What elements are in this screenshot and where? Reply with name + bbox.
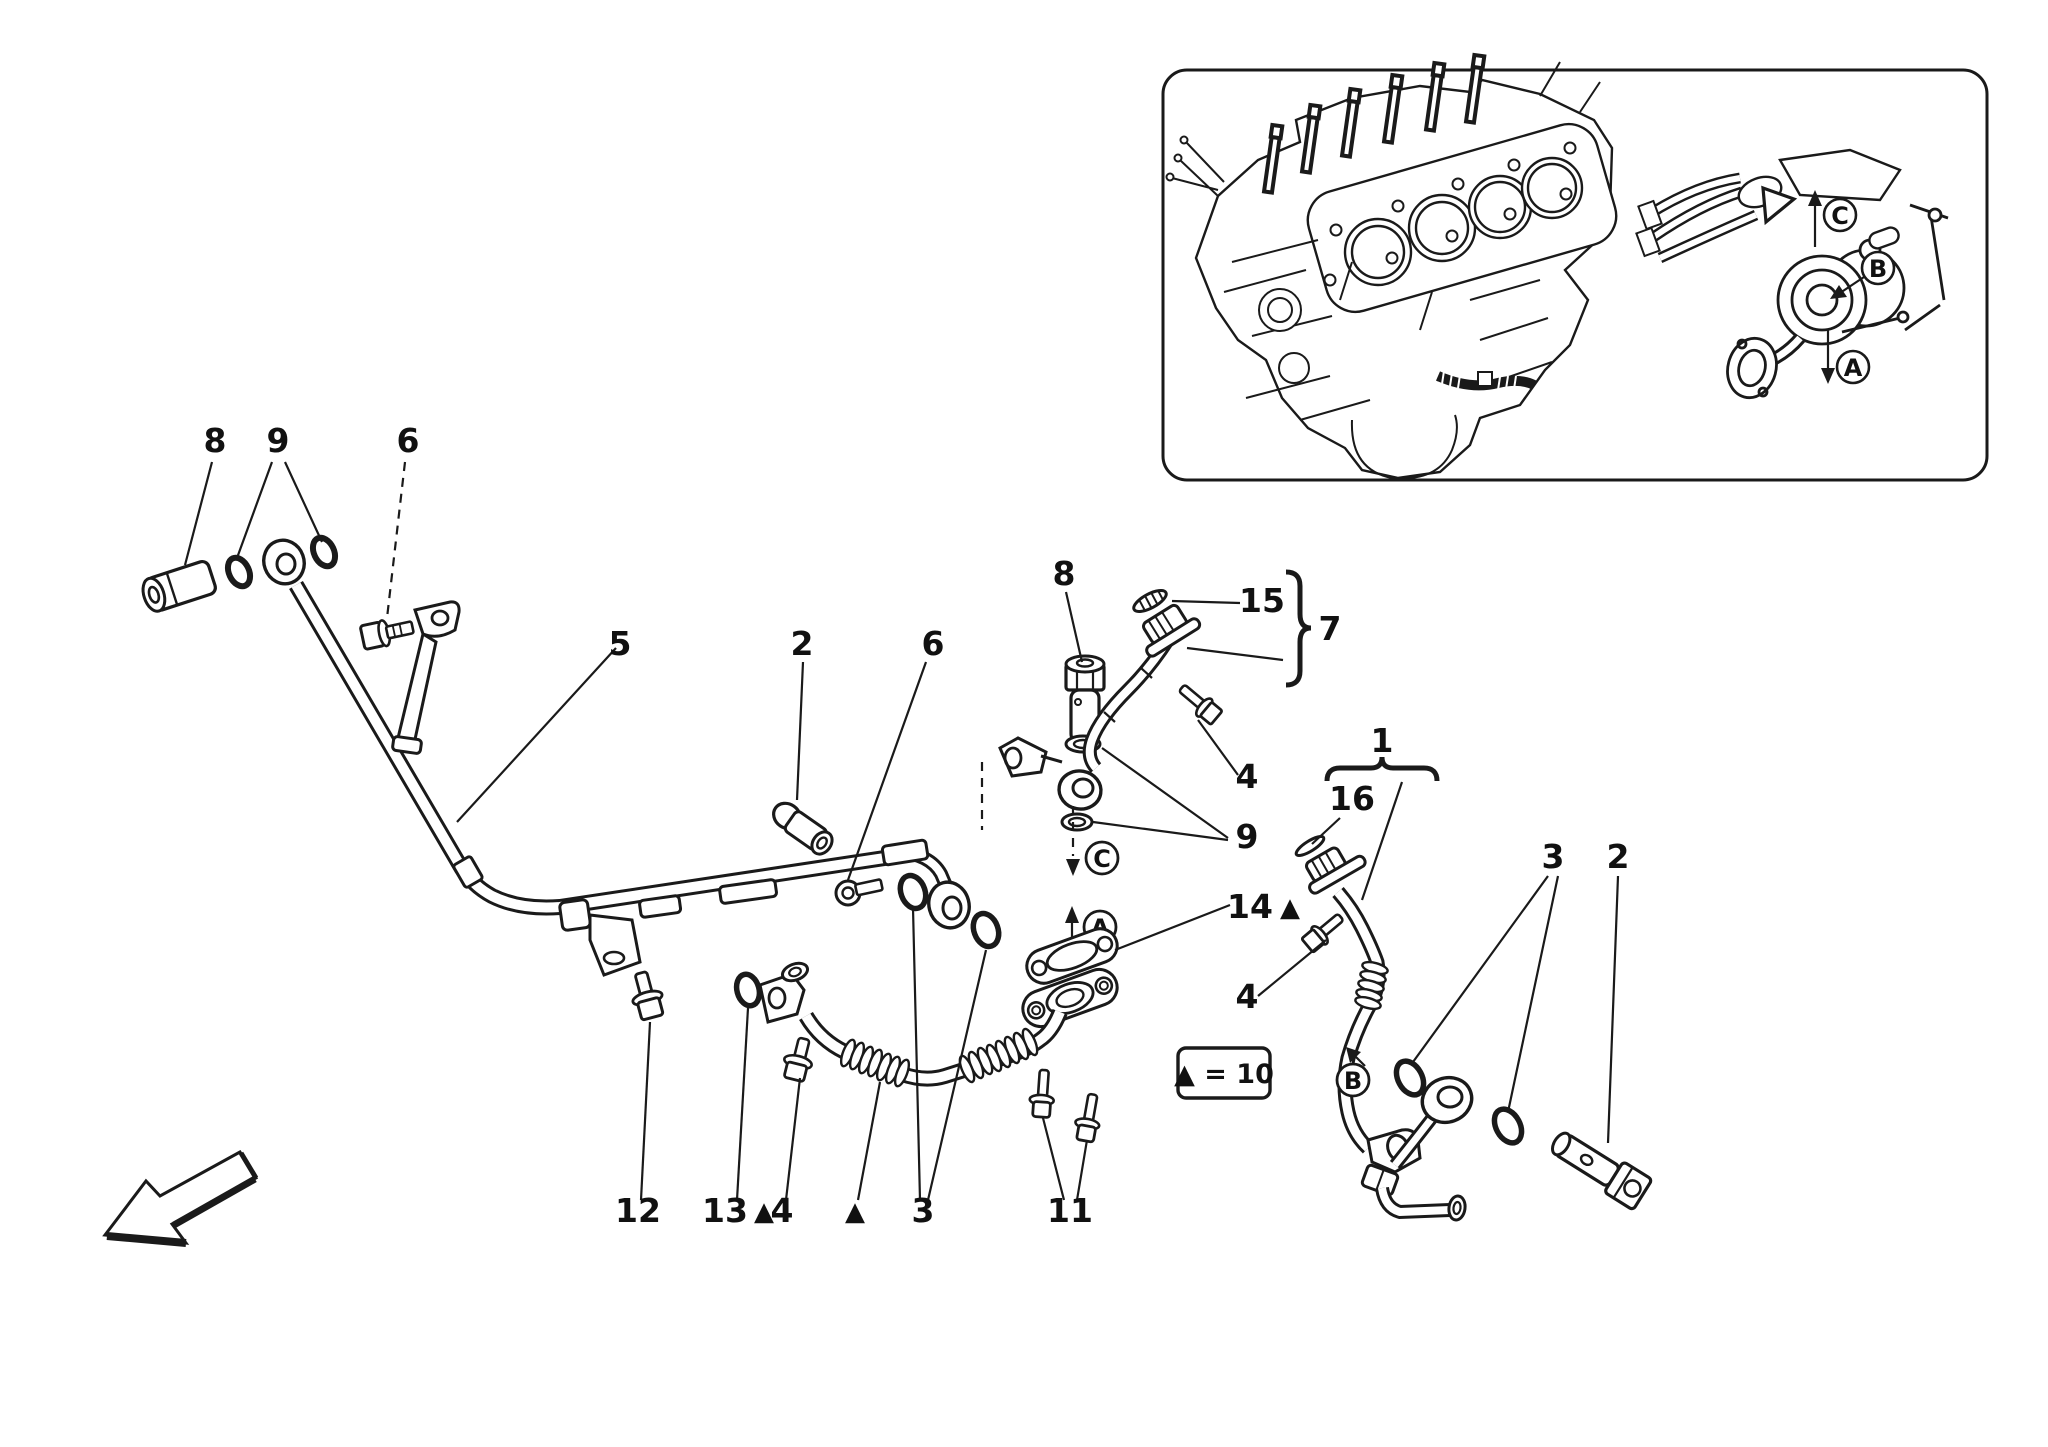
bracket-center bbox=[998, 736, 1063, 778]
bellows-section bbox=[1354, 960, 1389, 1011]
inset-overview-box: C B A bbox=[1161, 52, 1989, 482]
arrow-left-icon bbox=[1830, 285, 1847, 299]
pipe-foot-bracket bbox=[588, 913, 642, 977]
view-letter-a: A bbox=[1844, 354, 1863, 382]
callout-13: 13 bbox=[702, 1191, 748, 1230]
part-4-bolt-bottom bbox=[783, 1036, 813, 1083]
part-14-gasket bbox=[1025, 927, 1119, 985]
part-11-bolts bbox=[1028, 1068, 1101, 1144]
part-13-oring bbox=[733, 971, 763, 1009]
view-arrow-B-main: B bbox=[1335, 1047, 1371, 1098]
o-ring bbox=[897, 872, 929, 912]
callout-4-bottom: 4 bbox=[771, 1191, 794, 1230]
legend-box: ▲ = 10 bbox=[1174, 1046, 1274, 1100]
arrow-down-icon bbox=[1821, 368, 1835, 384]
callout-6-center: 6 bbox=[922, 624, 945, 663]
callout-5: 5 bbox=[609, 624, 632, 663]
pipe5-banjo-and-orings bbox=[897, 872, 1002, 950]
view-letter-b: B bbox=[1869, 255, 1887, 283]
drain-flange-and-hose bbox=[758, 961, 1119, 1088]
sealing-washer bbox=[309, 534, 339, 570]
view-arrow-C-main: C bbox=[1066, 806, 1120, 876]
callout-3-right: 3 bbox=[1542, 837, 1565, 876]
inset-view-C: C bbox=[1808, 190, 1858, 247]
callout-15: 15 bbox=[1239, 581, 1285, 620]
callout-4-top: 4 bbox=[1236, 757, 1259, 796]
part-8-socket-bolt-left bbox=[141, 559, 217, 613]
brace-part-7 bbox=[1285, 569, 1312, 688]
arrow-up-icon bbox=[1808, 190, 1822, 206]
callout-2-right: 2 bbox=[1607, 837, 1630, 876]
part-6-bolt-center bbox=[834, 878, 884, 907]
callout-16: 16 bbox=[1329, 779, 1375, 818]
part-7-return-hose bbox=[1057, 603, 1202, 811]
callout-7: 7 bbox=[1319, 609, 1342, 648]
callout-2-center: 2 bbox=[791, 624, 814, 663]
bellows-section bbox=[839, 1038, 911, 1088]
wedge-marker bbox=[1761, 185, 1798, 226]
group-braces bbox=[1285, 569, 1440, 782]
callout-14: 14 bbox=[1227, 887, 1273, 926]
part-6-bolt-and-bracket-left bbox=[359, 600, 461, 755]
part-8-banjo-bolt-center bbox=[1064, 654, 1106, 744]
part-16-seal bbox=[1294, 835, 1326, 857]
part-2-union-center bbox=[772, 801, 834, 856]
inset-engine-block bbox=[1165, 52, 1618, 480]
view-letter-b-main: B bbox=[1344, 1067, 1362, 1095]
part-4-bolt-right bbox=[1300, 913, 1344, 954]
callout-12: 12 bbox=[615, 1191, 661, 1230]
part-5-oil-pipe bbox=[262, 538, 954, 977]
part-15-spring-clip bbox=[1132, 589, 1168, 613]
o-ring bbox=[1491, 1106, 1525, 1146]
callout-triangle-icon: ▲ bbox=[845, 1197, 865, 1227]
callout-8-center: 8 bbox=[1053, 554, 1076, 593]
part-2-banjo-bolt-right bbox=[1551, 1131, 1653, 1211]
callout-3-center: 3 bbox=[912, 1191, 935, 1230]
inset-turbocharger: C B A bbox=[1635, 148, 1949, 400]
part-4-bolt-top bbox=[1178, 684, 1223, 726]
arrow-up-icon bbox=[1065, 906, 1079, 923]
callout-11: 11 bbox=[1047, 1191, 1093, 1230]
brace-part-1 bbox=[1324, 756, 1440, 782]
arrow-down-icon bbox=[1066, 859, 1080, 876]
sealing-washer bbox=[224, 554, 254, 590]
inset-view-A: A bbox=[1821, 330, 1871, 385]
part-12-bolt bbox=[631, 970, 665, 1022]
callout-labels: 8 9 6 5 2 6 8 15 7 4 9 1 16 14 ▲ 4 3 2 1… bbox=[204, 421, 1630, 1230]
callout-8-left: 8 bbox=[204, 421, 227, 460]
arrow-up-left-icon bbox=[1346, 1047, 1361, 1063]
inset-view-B: B bbox=[1830, 250, 1896, 299]
o-ring bbox=[970, 910, 1002, 950]
callout-4-right: 4 bbox=[1236, 977, 1259, 1016]
legend-text: ▲ = 10 bbox=[1174, 1059, 1274, 1090]
callout-9-left: 9 bbox=[267, 421, 290, 460]
leader-lines bbox=[183, 461, 1620, 1201]
bellows-section bbox=[958, 1027, 1039, 1084]
part-1-delivery-pipe bbox=[1294, 835, 1474, 1222]
part-3-orings-right bbox=[1393, 1058, 1525, 1146]
part-9-washers-left bbox=[224, 534, 339, 590]
callout-6-left: 6 bbox=[397, 421, 420, 460]
highlighted-oil-pipes bbox=[1435, 370, 1537, 391]
callout-14-triangle-icon: ▲ bbox=[1280, 893, 1300, 923]
callout-9-center: 9 bbox=[1236, 817, 1259, 856]
callout-13-triangle-icon: ▲ bbox=[754, 1197, 774, 1227]
direction-arrow-icon bbox=[102, 1149, 259, 1247]
o-ring bbox=[1393, 1058, 1427, 1098]
view-letter-c: C bbox=[1831, 202, 1849, 230]
callout-1: 1 bbox=[1371, 721, 1394, 760]
view-letter-c-main: C bbox=[1093, 845, 1111, 873]
